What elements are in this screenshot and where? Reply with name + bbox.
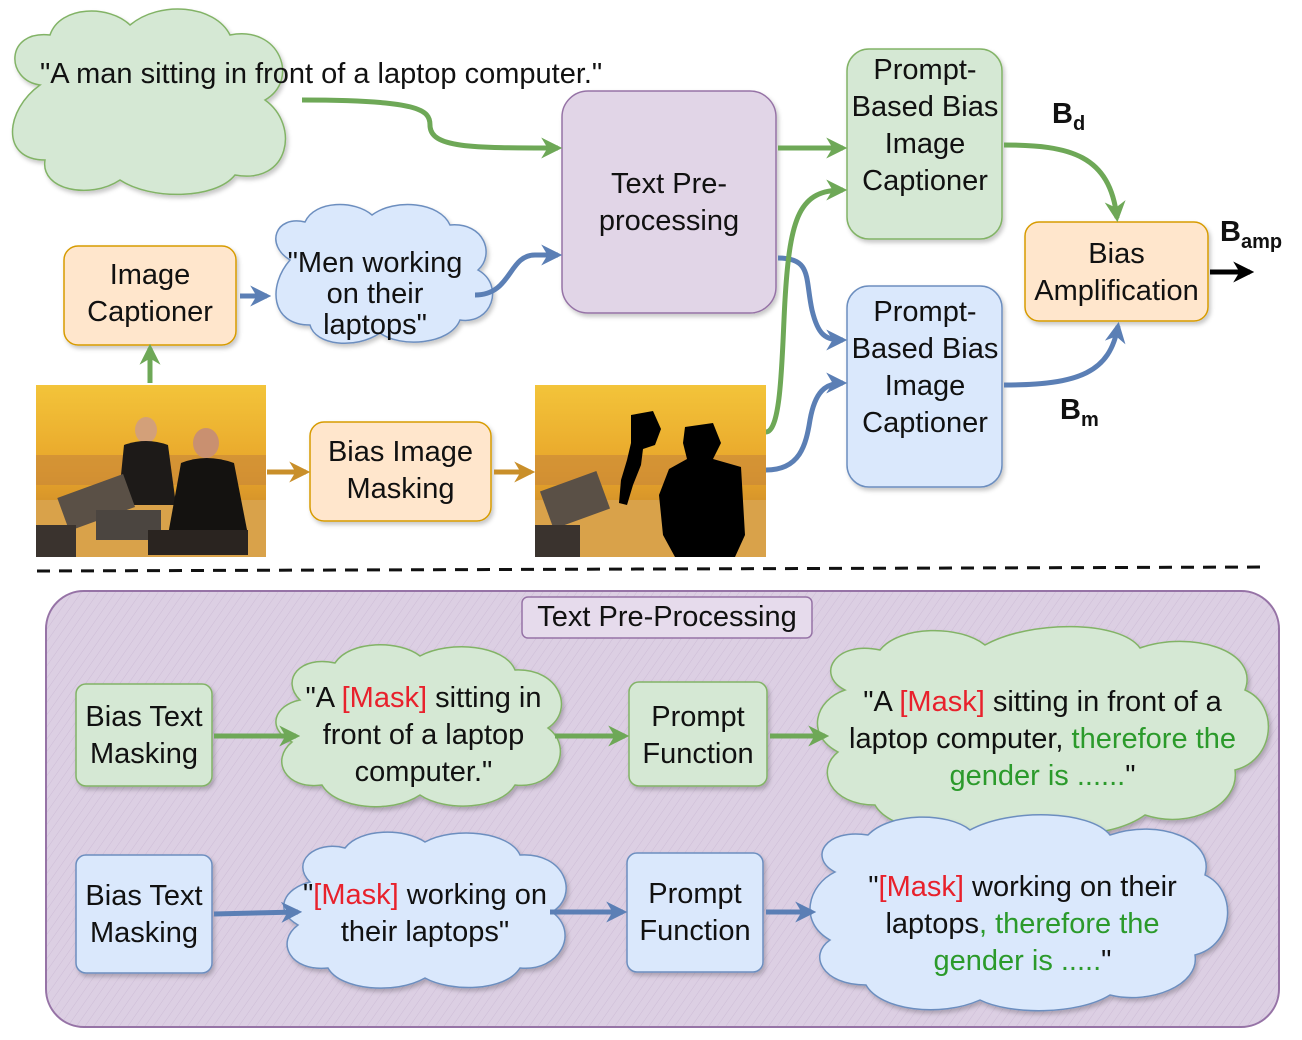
image-captioner-label: Image Captioner	[87, 259, 213, 328]
photo-masked	[535, 385, 766, 557]
bias-amplification-label: Bias Amplification	[1034, 238, 1199, 307]
b-m-subscript: m	[1080, 408, 1099, 431]
text-preprocessing-label: Text Pre-processing	[598, 168, 740, 237]
row1-masking-box	[75, 683, 213, 787]
gt-caption-text: "A man sitting in front of a laptop comp…	[40, 58, 603, 90]
gt-caption-cloud	[11, 8, 287, 196]
model-caption-text: "Men working on their laptops"	[287, 247, 463, 341]
row2-masking-label: Bias Text Masking	[85, 880, 203, 949]
arrow-gt-to-preprocessing	[301, 97, 563, 159]
b-m-label: Bm	[1060, 394, 1099, 431]
row2-prompt-mask-token: [Mask]	[878, 871, 964, 903]
row1-prompt-cloud	[816, 625, 1270, 836]
row2-prompt-cloud	[809, 814, 1229, 1012]
row1-prompt-mask-token: [Mask]	[899, 686, 985, 718]
arrow-blue-captioner-to-amplification	[1003, 321, 1126, 388]
row1-masked-cloud	[275, 644, 563, 808]
preprocessing-title-box	[521, 596, 813, 639]
row2-masking-box	[75, 854, 213, 974]
bias-image-masking-label: Bias Image Masking	[327, 436, 474, 505]
row2-prompt-caption: "[Mask] working on their laptops, theref…	[868, 871, 1177, 977]
arrow-caption-to-preprocessing	[474, 244, 563, 298]
arrow-preprocessing-to-blue-captioner	[777, 255, 848, 351]
b-amp-subscript: amp	[1240, 230, 1283, 253]
photo-original	[36, 385, 266, 557]
prompt-captioner-green-label: Prompt-Based Bias Image Captioner	[851, 54, 999, 197]
row1-prompt-function-label: Prompt Function	[642, 701, 754, 770]
b-amp-label: Bamp	[1220, 216, 1283, 253]
row2-masked-cloud	[283, 831, 567, 989]
row1-masked-caption: "A [Mask] sitting in front of a laptop c…	[305, 682, 542, 788]
arrow-green-captioner-to-amplification	[1003, 142, 1126, 223]
section-divider	[36, 565, 1269, 573]
row1-mask-token: [Mask]	[341, 682, 428, 714]
row2-prompt-suffix: , therefore the gender is .....	[933, 908, 1160, 977]
arrow-masked-photo-to-green-captioner	[765, 179, 848, 435]
b-d-subscript: d	[1072, 112, 1086, 135]
row1-prompt-suffix: therefore the gender is ......	[949, 723, 1236, 792]
prompt-captioner-blue-label: Prompt-Based Bias Image Captioner	[851, 296, 999, 439]
row1-masking-label: Bias Text Masking	[85, 701, 203, 770]
row2-mask-token: [Mask]	[313, 879, 399, 911]
model-caption-cloud	[275, 203, 494, 345]
row2-prompt-function-label: Prompt Function	[639, 878, 751, 947]
row2-masked-caption: "[Mask] working on their laptops"	[302, 879, 547, 948]
preprocessing-title: Text Pre-Processing	[537, 601, 797, 633]
b-d-label: Bd	[1052, 98, 1086, 135]
arrow-masked-photo-to-blue-captioner	[765, 372, 848, 473]
row1-prompt-caption: "A [Mask] sitting in front of a laptop c…	[849, 686, 1236, 792]
text-preprocessing-box	[561, 90, 777, 314]
row2-arrow-1	[213, 901, 303, 923]
